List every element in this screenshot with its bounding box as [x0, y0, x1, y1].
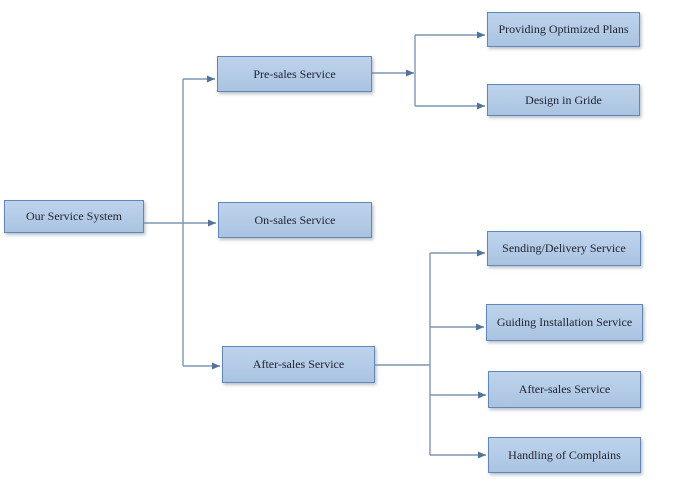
- node-label: Handling of Complains: [508, 447, 621, 462]
- node-label: After-sales Service: [252, 357, 345, 371]
- node-providing-optimized-plans: Providing Optimized Plans: [487, 12, 640, 47]
- node-after-sales-service-child: After-sales Service: [488, 371, 641, 408]
- node-label: After-sales Service: [518, 382, 611, 396]
- node-sending-delivery-service: Sending/Delivery Service: [487, 231, 641, 266]
- node-label: On-sales Service: [254, 212, 336, 227]
- node-after-sales-service: After-sales Service: [222, 346, 375, 383]
- node-handling-of-complains: Handling of Complains: [488, 437, 641, 473]
- node-label: Providing Optimized Plans: [498, 22, 629, 36]
- node-label: Pre-sales Service: [253, 66, 336, 81]
- node-label: Sending/Delivery Service: [502, 241, 626, 255]
- node-label: Design in Gride: [525, 92, 602, 107]
- node-our-service-system: Our Service System: [4, 200, 144, 233]
- node-design-in-gride: Design in Gride: [487, 84, 640, 116]
- node-on-sales-service: On-sales Service: [218, 202, 372, 238]
- node-label: Our Service System: [26, 209, 122, 223]
- node-label: Guiding Installation Service: [496, 315, 633, 329]
- node-pre-sales-service: Pre-sales Service: [217, 56, 372, 92]
- node-guiding-installation-service: Guiding Installation Service: [486, 304, 643, 341]
